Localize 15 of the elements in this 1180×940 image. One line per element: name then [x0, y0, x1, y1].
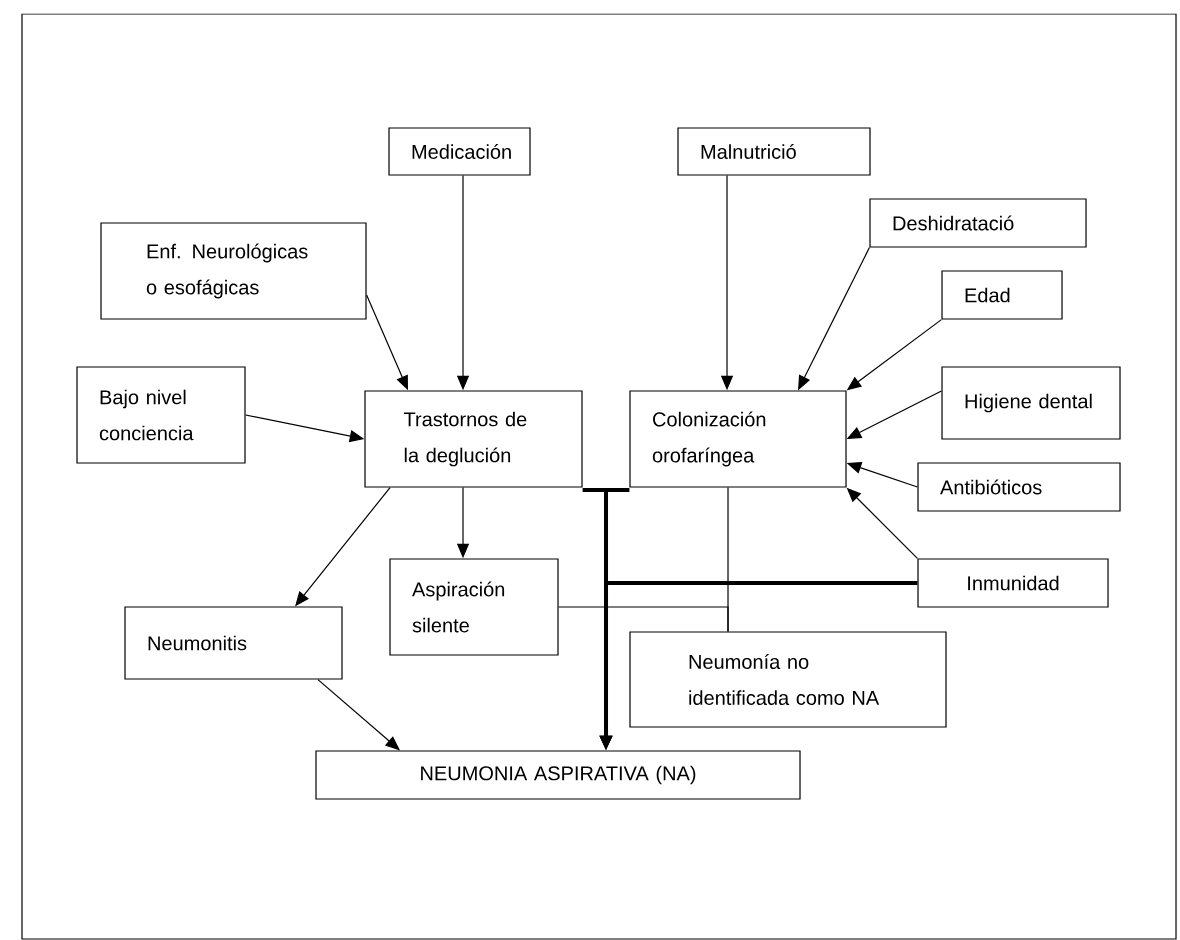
text-box: Higiene dental [941, 366, 1121, 440]
text-box: Malnutrició [677, 127, 871, 176]
text-box: Trastornos de la deglución [364, 390, 583, 488]
text-box: Inmunidad [917, 558, 1109, 608]
text-box: Colonización orofaríngea [629, 390, 847, 488]
text-box: Medicación [388, 127, 531, 176]
text-box: Antibióticos [917, 462, 1121, 512]
text-box: Neumonitis [124, 606, 343, 680]
text-box: NEUMONIA ASPIRATIVA (NA) [315, 750, 801, 800]
text-box: Deshidratació [869, 198, 1087, 248]
text-box: Neumonía no identificada como NA [629, 631, 947, 728]
text-box: Edad [941, 270, 1063, 320]
text-box: Bajo nivel conciencia [76, 366, 246, 464]
text-box: Aspiración silente [389, 558, 559, 656]
text-box: Enf. Neurológicas o esofágicas [100, 222, 367, 320]
